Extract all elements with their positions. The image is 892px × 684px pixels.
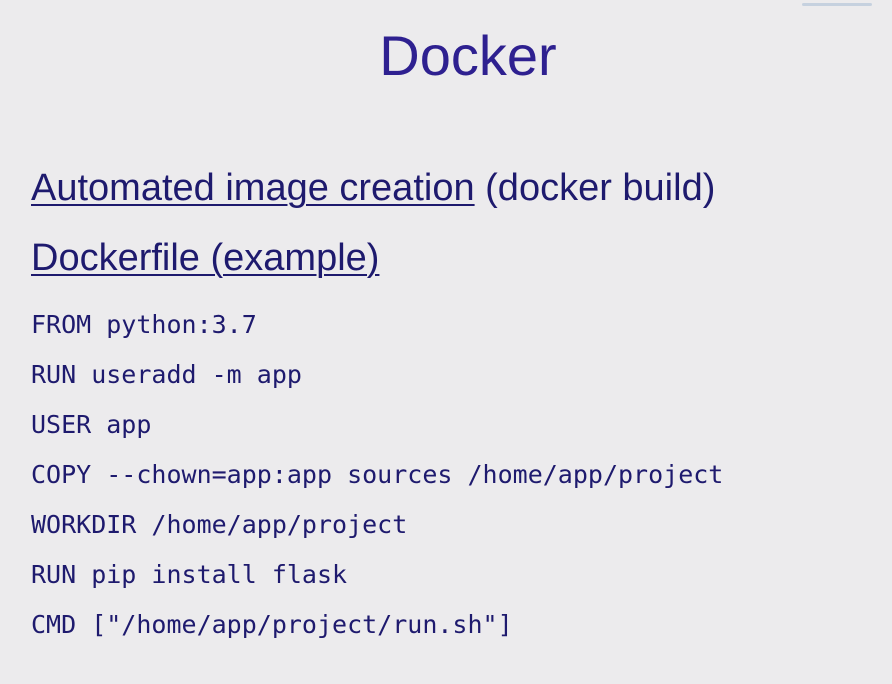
- docker-build-note: (docker build): [474, 167, 716, 209]
- code-line: COPY --chown=app:app sources /home/app/p…: [31, 460, 724, 489]
- code-line: RUN pip install flask: [31, 560, 348, 589]
- code-line: WORKDIR /home/app/project: [31, 510, 408, 539]
- automated-image-creation-link[interactable]: Automated image creation: [31, 167, 475, 209]
- dockerfile-code-block: FROM python:3.7 RUN useradd -m app USER …: [31, 300, 723, 650]
- dockerfile-example-link[interactable]: Dockerfile (example): [31, 237, 380, 279]
- heading-automated-image-creation: Automated image creation (docker build): [31, 165, 715, 211]
- code-line: USER app: [31, 410, 152, 439]
- code-line: RUN useradd -m app: [31, 360, 302, 389]
- code-line: CMD ["/home/app/project/run.sh"]: [31, 610, 513, 639]
- edge-smudge: [802, 3, 872, 6]
- code-line: FROM python:3.7: [31, 310, 257, 339]
- heading-dockerfile-example: Dockerfile (example): [31, 235, 379, 281]
- slide-title: Docker: [379, 24, 557, 87]
